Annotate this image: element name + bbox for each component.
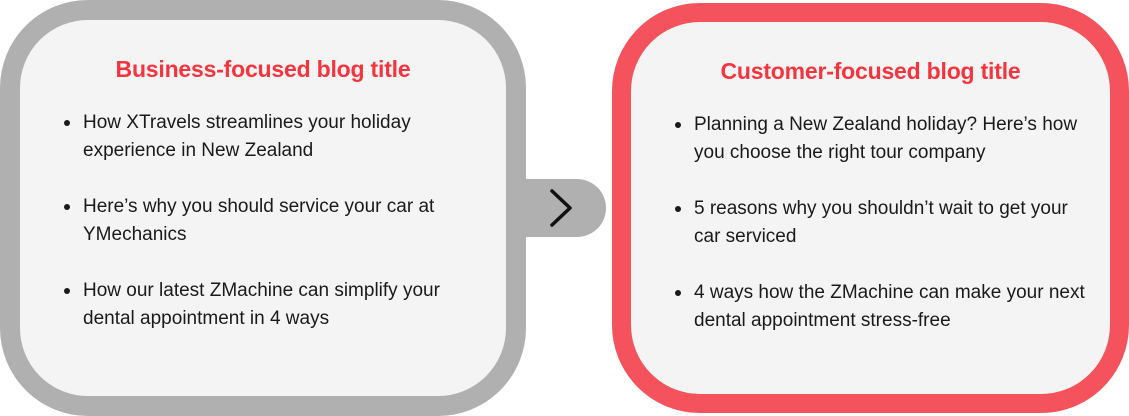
list-item: How XTravels streamlines your holiday ex… xyxy=(64,109,476,165)
business-title-list: How XTravels streamlines your holiday ex… xyxy=(20,109,506,333)
list-item-text: 4 ways how the ZMachine can make your ne… xyxy=(694,282,1085,331)
business-focused-card: Business-focused blog title How XTravels… xyxy=(0,0,526,416)
customer-card-title: Customer-focused blog title xyxy=(720,58,1021,84)
list-item-text: How our latest ZMachine can simplify you… xyxy=(83,280,440,329)
customer-focused-card: Customer-focused blog title Planning a N… xyxy=(612,3,1129,413)
bullet-dot-icon xyxy=(675,206,681,212)
list-item-text: How XTravels streamlines your holiday ex… xyxy=(83,112,411,161)
bullet-dot-icon xyxy=(675,122,681,128)
list-item: 5 reasons why you shouldn’t wait to get … xyxy=(675,195,1090,251)
list-item-text: 5 reasons why you shouldn’t wait to get … xyxy=(694,198,1068,247)
customer-title-list: Planning a New Zealand holiday? Here’s h… xyxy=(631,111,1110,335)
business-card-title: Business-focused blog title xyxy=(115,56,411,82)
list-item: 4 ways how the ZMachine can make your ne… xyxy=(675,279,1090,335)
bullet-dot-icon xyxy=(64,288,70,294)
chevron-right-icon xyxy=(550,189,572,227)
list-item: Planning a New Zealand holiday? Here’s h… xyxy=(675,111,1090,167)
list-item-text: Here’s why you should service your car a… xyxy=(83,196,435,245)
bullet-dot-icon xyxy=(64,204,70,210)
list-item: How our latest ZMachine can simplify you… xyxy=(64,277,476,333)
list-item: Here’s why you should service your car a… xyxy=(64,193,476,249)
bullet-dot-icon xyxy=(675,290,681,296)
list-item-text: Planning a New Zealand holiday? Here’s h… xyxy=(694,114,1078,163)
bullet-dot-icon xyxy=(64,120,70,126)
